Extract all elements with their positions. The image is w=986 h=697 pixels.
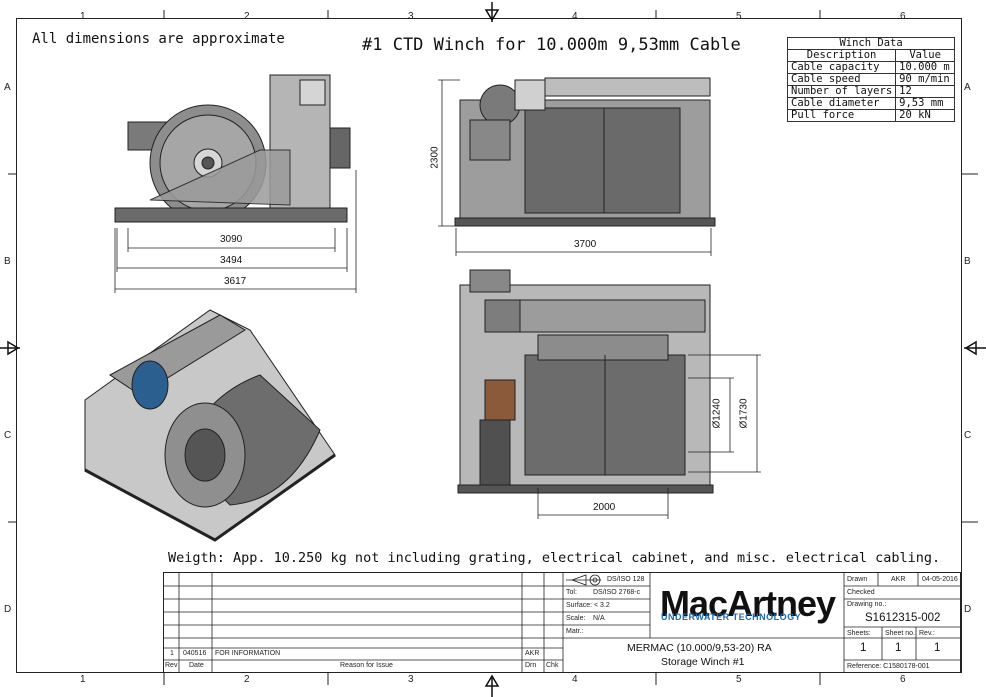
zone-col-2: 2 bbox=[244, 11, 250, 22]
zone-col-4-bottom: 4 bbox=[572, 674, 578, 685]
zone-col-4: 4 bbox=[572, 11, 578, 22]
company-tagline: UNDERWATER TECHNOLOGY bbox=[661, 612, 802, 622]
zone-row-c: C bbox=[4, 430, 12, 441]
top-dimensions bbox=[537, 354, 761, 519]
row-desc: Cable speed bbox=[786, 73, 897, 86]
zone-row-c-right: C bbox=[964, 430, 972, 441]
product-subtitle: Storage Winch #1 bbox=[661, 656, 745, 668]
tol-label: Tol: bbox=[566, 589, 577, 596]
front-dimensions bbox=[438, 79, 712, 256]
zone-row-b: B bbox=[4, 256, 11, 267]
isometric-view bbox=[84, 309, 336, 542]
rev-label: Rev.: bbox=[919, 630, 935, 637]
zone-ticks bbox=[8, 10, 978, 685]
company-logo: MacArtney bbox=[660, 583, 836, 624]
dim-3617: 3617 bbox=[224, 276, 247, 287]
dim-drum-1730: Ø1730 bbox=[738, 398, 750, 429]
zone-row-d-right: D bbox=[964, 604, 972, 615]
sheets-value: 1 bbox=[860, 642, 867, 654]
winch-data-title: Winch Data bbox=[786, 37, 956, 50]
sheet-no-value: 1 bbox=[895, 642, 902, 654]
front-view bbox=[454, 77, 716, 227]
sheet-no-label: Sheet no.: bbox=[885, 630, 917, 637]
zone-col-5-bottom: 5 bbox=[736, 674, 742, 685]
dim-2300: 2300 bbox=[429, 146, 441, 169]
drawing-number: S1612315-002 bbox=[865, 612, 941, 624]
row-value: 12 bbox=[895, 85, 956, 98]
rev-value: 1 bbox=[934, 642, 941, 654]
zone-row-a-right: A bbox=[964, 82, 971, 93]
row-desc: Cable capacity bbox=[786, 61, 897, 74]
reference: Reference: C1580178-001 bbox=[847, 663, 930, 670]
drawn-date: 04-05-2016 bbox=[922, 576, 958, 583]
row-value: 9,53 mm bbox=[895, 97, 956, 110]
approx-note: All dimensions are approximate bbox=[32, 31, 285, 47]
scale-value: N/A bbox=[593, 615, 605, 622]
drawn-label: Drawn bbox=[847, 576, 868, 583]
zone-col-6: 6 bbox=[900, 11, 906, 22]
side-dimensions bbox=[114, 170, 357, 293]
row-desc: Number of layers bbox=[786, 85, 897, 98]
dim-3090: 3090 bbox=[220, 234, 243, 245]
winch-data-table: Winch Data Description Value Cable capac… bbox=[786, 37, 956, 122]
hdr-reason: Reason for Issue bbox=[340, 662, 393, 669]
hdr-date: Date bbox=[189, 662, 204, 669]
title-block bbox=[163, 572, 961, 673]
projection-symbol-icon bbox=[566, 574, 601, 586]
drawn-by: AKR bbox=[891, 576, 906, 583]
rev-number: 1 bbox=[170, 650, 174, 657]
surface-label: Surface: < 3.2 bbox=[566, 602, 610, 609]
row-value: 10.000 m bbox=[895, 61, 956, 74]
row-value: 90 m/min bbox=[895, 73, 956, 86]
zone-col-6-bottom: 6 bbox=[900, 674, 906, 685]
dim-3494: 3494 bbox=[220, 255, 243, 266]
scale-label: Scale: bbox=[566, 615, 586, 622]
drawing-title: #1 CTD Winch for 10.000m 9,53mm Cable bbox=[362, 35, 741, 55]
zone-col-3: 3 bbox=[408, 11, 414, 22]
rev-drawn-by: AKR bbox=[525, 650, 540, 657]
row-desc: Pull force bbox=[786, 109, 897, 122]
dim-3700: 3700 bbox=[574, 239, 597, 250]
zone-col-5: 5 bbox=[736, 11, 742, 22]
title-block-grid bbox=[164, 573, 961, 672]
sheets-label: Sheets: bbox=[847, 630, 871, 637]
matr-label: Matr.: bbox=[566, 628, 584, 635]
zone-row-b-right: B bbox=[964, 256, 971, 267]
col-value: Value bbox=[895, 49, 956, 62]
zone-col-3-bottom: 3 bbox=[408, 674, 414, 685]
rev-date: 040516 bbox=[183, 650, 207, 657]
tol-value: DS/ISO 2768-c bbox=[593, 589, 641, 596]
dim-drum-1240: Ø1240 bbox=[711, 398, 723, 429]
rev-reason: FOR INFORMATION bbox=[215, 650, 281, 657]
dim-2000: 2000 bbox=[593, 502, 616, 513]
drawing-no-label: Drawing no.: bbox=[847, 601, 887, 608]
hdr-drn: Drn bbox=[525, 662, 537, 669]
col-description: Description bbox=[786, 49, 897, 62]
zone-col-2-bottom: 2 bbox=[244, 674, 250, 685]
zone-row-a: A bbox=[4, 82, 11, 93]
side-view bbox=[114, 74, 351, 223]
row-desc: Cable diameter bbox=[786, 97, 897, 110]
checked-label: Checked bbox=[847, 589, 875, 596]
product-description: MERMAC (10.000/9,53-20) RA bbox=[627, 642, 772, 654]
zone-col-1-bottom: 1 bbox=[80, 674, 86, 685]
zone-col-1: 1 bbox=[80, 11, 86, 22]
standard-label: DS/ISO 128 bbox=[607, 576, 645, 583]
top-view bbox=[457, 269, 714, 494]
row-value: 20 kN bbox=[895, 109, 956, 122]
hdr-chk: Chk bbox=[546, 662, 559, 669]
hdr-rev: Rev bbox=[165, 662, 178, 669]
zone-row-d: D bbox=[4, 604, 12, 615]
weight-note: Weigth: App. 10.250 kg not including gra… bbox=[168, 550, 941, 566]
